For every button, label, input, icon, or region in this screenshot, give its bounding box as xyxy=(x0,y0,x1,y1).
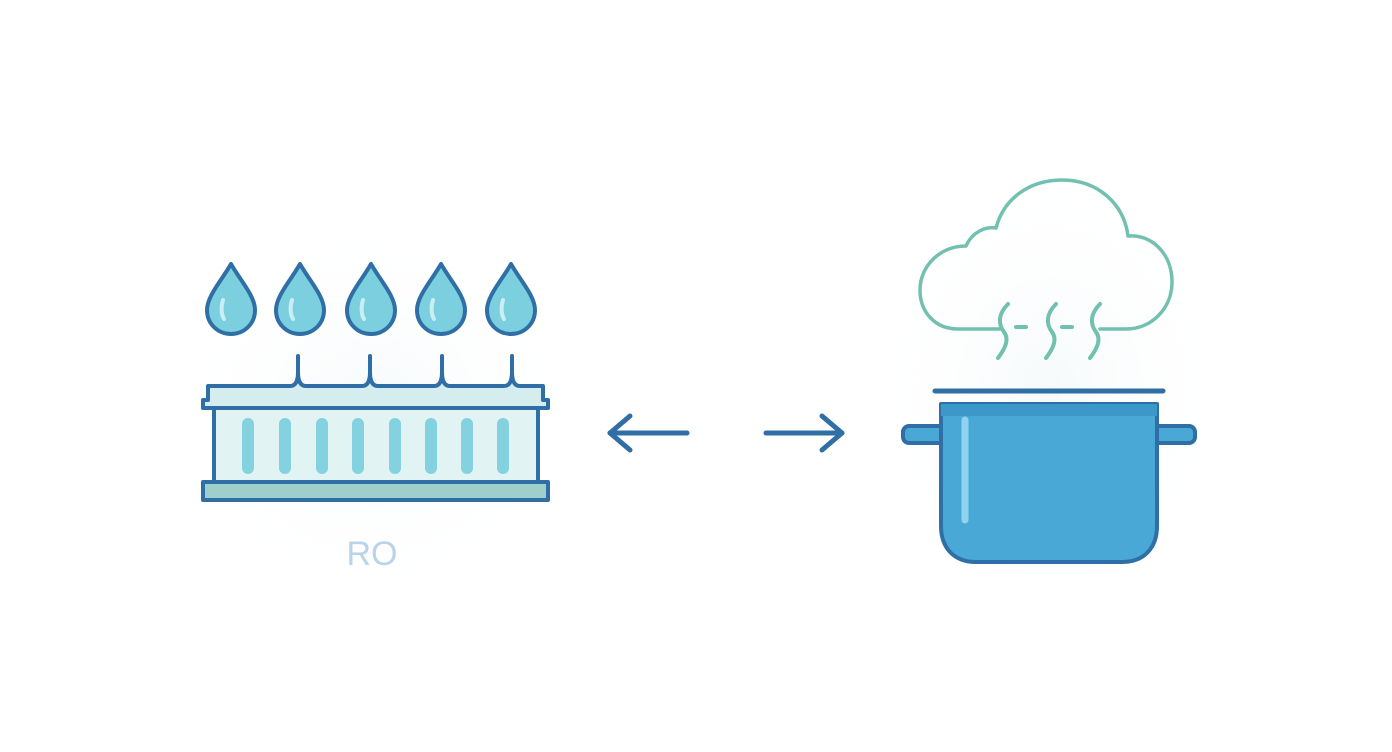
water-droplets xyxy=(205,262,537,336)
ro-membrane-icon xyxy=(201,354,550,502)
water-drop-icon xyxy=(205,262,257,336)
steam-wisps xyxy=(996,302,1102,360)
arrow-right-icon xyxy=(763,413,845,453)
steam-wisp xyxy=(1044,302,1058,360)
pot-rim xyxy=(941,404,1157,416)
pot-handle-right xyxy=(1151,424,1197,445)
ro-label: RO xyxy=(347,535,398,573)
cooking-pot-icon xyxy=(901,388,1197,564)
pot-handle-left xyxy=(901,424,947,445)
boiling-group xyxy=(901,178,1197,564)
water-drop-icon xyxy=(485,262,537,336)
pot-body xyxy=(939,402,1159,564)
steam-cloud-icon xyxy=(918,178,1174,331)
arrow-left-icon xyxy=(607,413,690,453)
water-drop-icon xyxy=(274,262,326,336)
ro-filter-group: RO xyxy=(201,262,550,573)
steam-wisp xyxy=(1088,302,1102,360)
membrane-bottom-plate xyxy=(201,480,550,502)
water-drop-icon xyxy=(415,262,467,336)
membrane-top-plate xyxy=(201,354,550,410)
steam-wisp xyxy=(996,302,1010,360)
membrane-core xyxy=(212,406,540,484)
water-drop-icon xyxy=(345,262,397,336)
membrane-channels xyxy=(242,418,509,474)
